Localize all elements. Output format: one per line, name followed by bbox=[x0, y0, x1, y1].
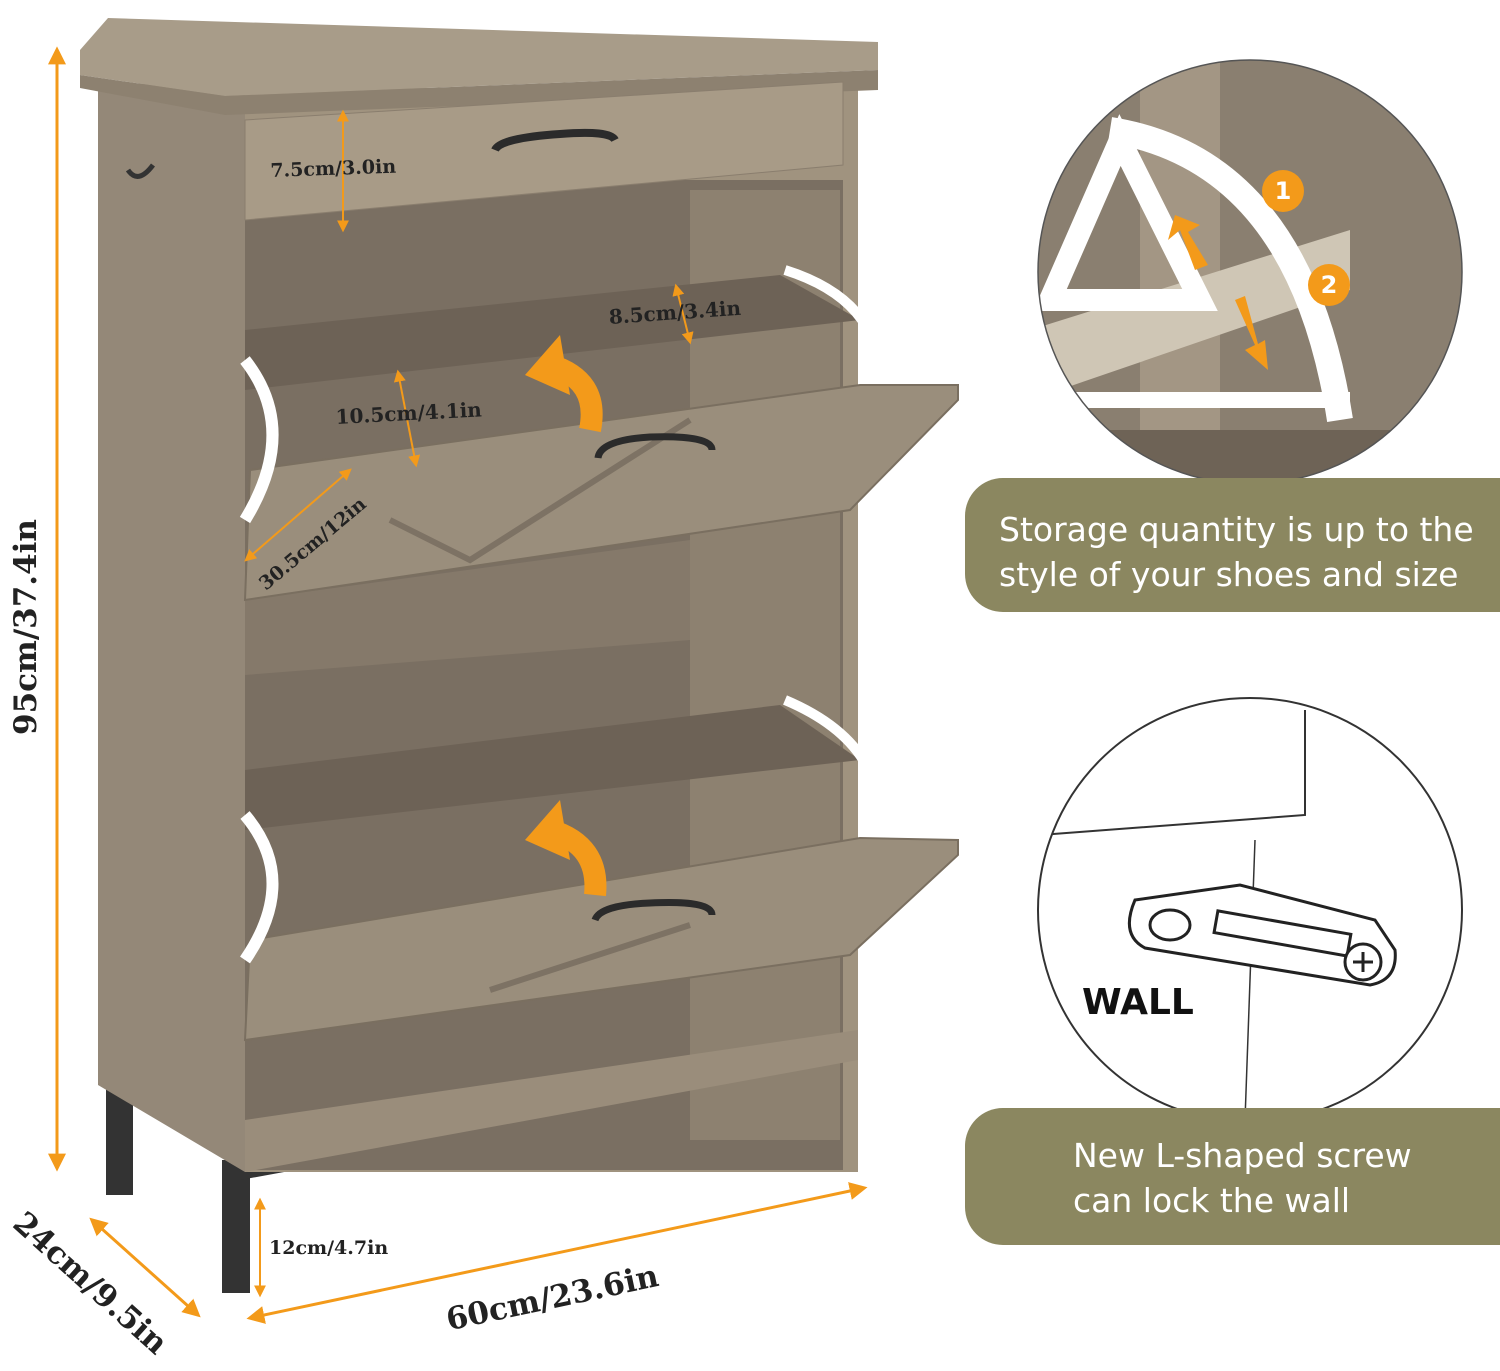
step-2-badge: 2 bbox=[1308, 264, 1350, 306]
caption-line: Storage quantity is up to the bbox=[999, 510, 1474, 549]
cabinet-body bbox=[80, 18, 959, 1172]
storage-caption-badge: Storage quantity is up to the style of y… bbox=[965, 478, 1500, 612]
hinge-detail-circle bbox=[1037, 59, 1463, 485]
lower-flip-drawer bbox=[243, 836, 959, 1042]
height-label: 95cm/37.4in bbox=[8, 519, 44, 735]
down-arrow-icon bbox=[1235, 296, 1268, 370]
caption-line: style of your shoes and size bbox=[999, 555, 1459, 594]
wall-anchor-detail-circle bbox=[1037, 697, 1463, 1123]
wall-label: WALL bbox=[1082, 982, 1194, 1023]
up-arrow-icon bbox=[1168, 215, 1208, 270]
dimension-arrows bbox=[48, 46, 868, 1324]
leg-height-label: 12cm/4.7in bbox=[269, 1237, 389, 1259]
upper-flip-drawer bbox=[243, 384, 959, 602]
caption-line: New L-shaped screw bbox=[1073, 1136, 1412, 1175]
drawer-height-label: 7.5cm/3.0in bbox=[270, 155, 397, 182]
side-hook bbox=[125, 163, 155, 179]
drawer-handle bbox=[491, 128, 619, 153]
screw-caption-badge: New L-shaped screw can lock the wall bbox=[965, 1108, 1500, 1245]
step-1-badge: 1 bbox=[1262, 170, 1304, 212]
caption-line: can lock the wall bbox=[1073, 1181, 1351, 1220]
